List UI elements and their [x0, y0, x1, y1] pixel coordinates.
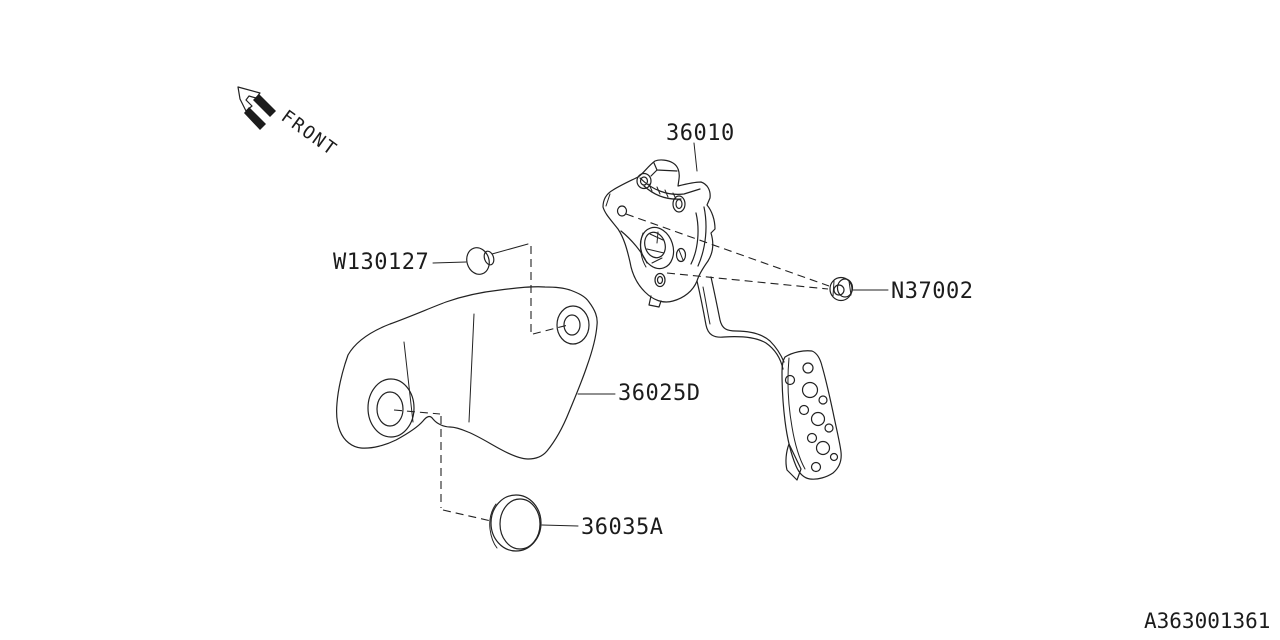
flange-nut-drawing [829, 276, 854, 302]
assembly-stud-hole-left [616, 205, 628, 217]
assembly-stud-hole-lower [654, 272, 666, 288]
pedal-bracket-drawing [336, 286, 598, 460]
front-direction-indicator: FRONT [237, 86, 341, 161]
leader-lines [432, 142, 889, 527]
part-label-36010[interactable]: 36010 [666, 121, 735, 146]
assembly-reference-lines [393, 213, 830, 522]
part-label-36035A[interactable]: 36035A [581, 515, 663, 540]
clip-plug-body [466, 247, 490, 275]
hole-plug-drawing [489, 494, 542, 552]
front-arrow-chevron-upper [253, 94, 276, 117]
part-label-36025D[interactable]: 36025D [618, 381, 700, 406]
drawing-number: A363001361 [1144, 609, 1270, 633]
front-arrow-chevron-lower [244, 107, 266, 130]
part-label-N37002[interactable]: N37002 [891, 279, 973, 304]
front-label: FRONT [277, 106, 341, 161]
hole-plug-outer [490, 494, 542, 552]
bracket-hole-upper [556, 305, 590, 345]
assembly-mount-hole-top [636, 172, 652, 190]
pedal-arm [696, 280, 784, 370]
part-label-W130127[interactable]: W130127 [333, 250, 429, 275]
pedal-pad [781, 350, 842, 480]
bracket-hole-lower [367, 378, 415, 438]
bracket-outline [336, 286, 598, 460]
pedal-pad-holes [784, 362, 839, 473]
clip-plug-drawing [466, 247, 495, 275]
accelerator-pedal-assembly-drawing [602, 159, 842, 481]
